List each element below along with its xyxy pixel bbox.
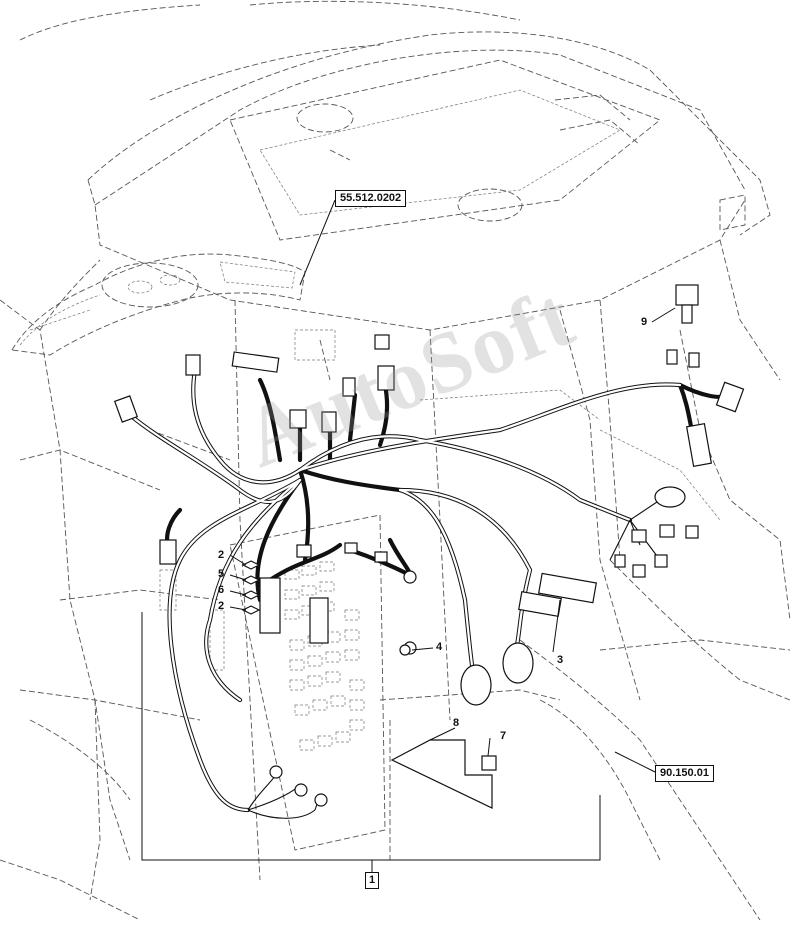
- reference-label-right: 90.150.01: [655, 765, 714, 782]
- leader-lines: [141, 199, 676, 872]
- connectors: [113, 284, 745, 809]
- callout-3: 3: [557, 654, 564, 666]
- callout-8: 8: [453, 717, 460, 729]
- fuse-board: [159, 514, 386, 851]
- reference-label-top: 55.512.0202: [335, 190, 407, 207]
- callout-5: 5: [218, 568, 225, 580]
- callout-7: 7: [500, 730, 507, 742]
- callout-2-upper: 2: [218, 549, 225, 561]
- callout-9: 9: [641, 316, 648, 328]
- callout-6: 6: [218, 584, 225, 596]
- assembly-label: 1: [365, 872, 380, 889]
- callout-4: 4: [436, 641, 443, 653]
- main-harness: [127, 367, 733, 819]
- callout-2-lower: 2: [218, 600, 225, 612]
- instrument-panel: [11, 253, 306, 356]
